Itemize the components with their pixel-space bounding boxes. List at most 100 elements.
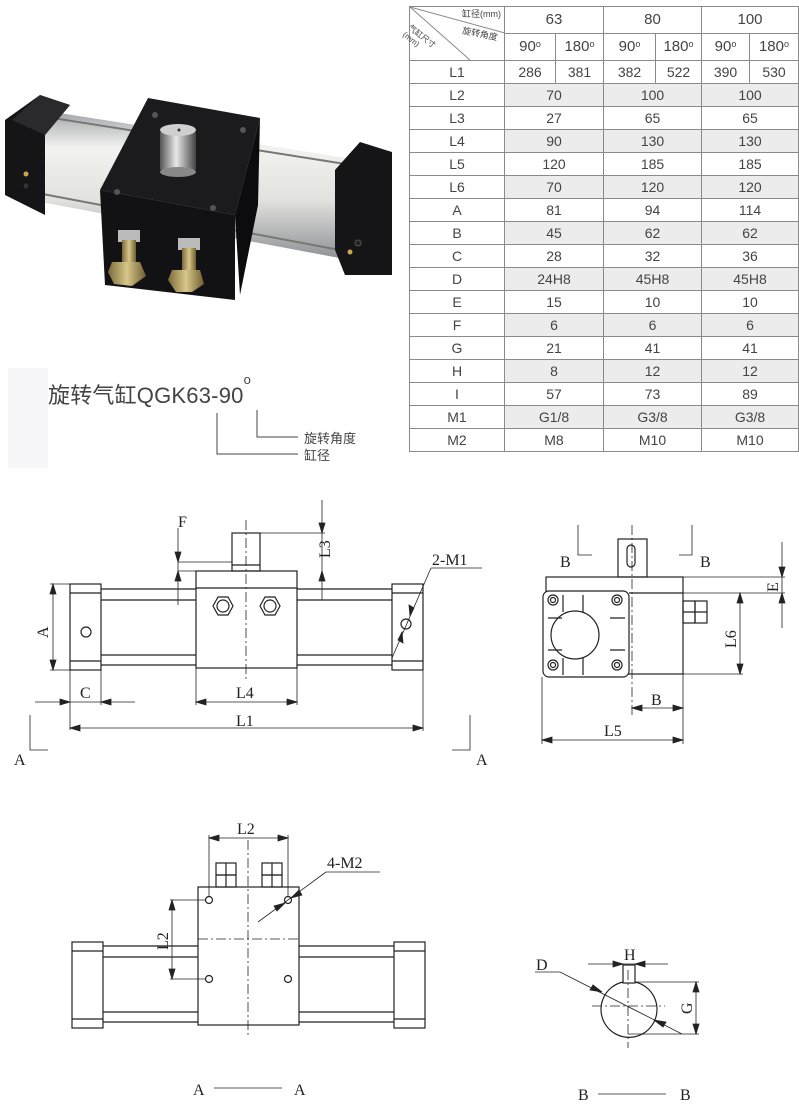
table-cell: 62 <box>701 221 799 245</box>
angle-value: 90 <box>618 38 636 55</box>
table-cell: M10 <box>701 428 799 452</box>
model-label-background <box>8 368 48 468</box>
angle-header: 180o <box>749 33 799 61</box>
label-G: G <box>679 1002 696 1014</box>
table-cell: 8 <box>504 359 604 383</box>
model-code-leader-lines <box>216 410 298 455</box>
product-photo <box>0 80 400 300</box>
angle-value: 180 <box>564 38 590 55</box>
table-cell: 94 <box>603 198 702 222</box>
angle-value: 90 <box>519 38 536 55</box>
section-aa-labels: L2 L2 4-M2 A A <box>155 821 363 1099</box>
corner-bore-label: 缸径(mm) <box>462 9 501 19</box>
angle-header: 180o <box>655 33 702 61</box>
row-label: F <box>409 313 505 337</box>
table-cell: 10 <box>603 290 702 314</box>
rotary-cylinder-illustration <box>5 95 392 300</box>
row-label: G <box>409 336 505 360</box>
row-label: L2 <box>409 83 505 107</box>
degree-sup: o <box>731 39 737 49</box>
angle-value: 180 <box>663 38 689 55</box>
table-cell: 81 <box>504 198 604 222</box>
table-row-L1: L1 286 381 382 522 390 530 <box>409 60 799 84</box>
table-cell: 114 <box>701 198 799 222</box>
row-label: L5 <box>409 152 505 176</box>
table-cell: 100 <box>603 83 702 107</box>
spec-table: 缸径(mm) 旋转角度 气缸尺寸(mm) 63 80 100 90o 180o … <box>401 6 799 452</box>
table-cell: 12 <box>603 359 702 383</box>
table-cell: 45 <box>504 221 604 245</box>
spec-corner-cell: 缸径(mm) 旋转角度 气缸尺寸(mm) <box>401 6 505 61</box>
table-cell: 32 <box>603 244 702 268</box>
table-cell: 120 <box>701 175 799 199</box>
table-cell: 6 <box>504 313 604 337</box>
table-cell: 130 <box>701 129 799 153</box>
row-label: M1 <box>409 405 505 429</box>
table-cell: 73 <box>603 382 702 406</box>
row-label: L6 <box>409 175 505 199</box>
degree-sup: o <box>243 372 252 387</box>
row-label: B <box>409 221 505 245</box>
degree-sup: o <box>589 39 595 49</box>
angle-header: 90o <box>603 33 656 61</box>
table-cell: 15 <box>504 290 604 314</box>
label-A: A <box>35 626 52 638</box>
label-B: B <box>651 692 662 709</box>
table-cell: 185 <box>603 152 702 176</box>
row-label: L4 <box>409 129 505 153</box>
row-label: L1 <box>409 60 505 84</box>
section-title-B-left: B <box>578 1087 589 1104</box>
angle-header: 90o <box>504 33 556 61</box>
label-L6: L6 <box>723 630 740 648</box>
section-bb-drawing: D H G B B <box>535 947 700 1104</box>
label-2-M1: 2-M1 <box>432 552 468 569</box>
label-L5: L5 <box>604 723 622 740</box>
label-L3: L3 <box>317 540 334 558</box>
side-view-labels: B B E L6 B L5 <box>560 554 782 740</box>
angle-value: 180 <box>758 38 784 55</box>
table-cell: 286 <box>504 60 556 84</box>
section-title-A-right: A <box>294 1082 306 1099</box>
table-cell: 130 <box>603 129 702 153</box>
table-cell: 6 <box>603 313 702 337</box>
row-label: L3 <box>409 106 505 130</box>
table-cell: 62 <box>603 221 702 245</box>
row-label: H <box>409 359 505 383</box>
table-cell: 100 <box>701 83 799 107</box>
section-marker-B-left: B <box>560 554 571 571</box>
label-L2-side: L2 <box>155 932 172 950</box>
row-label: A <box>409 198 505 222</box>
angle-header: 90o <box>701 33 750 61</box>
table-cell: 65 <box>701 106 799 130</box>
table-cell: 21 <box>504 336 604 360</box>
bore-header-100: 100 <box>701 6 799 34</box>
table-cell: 530 <box>749 60 799 84</box>
table-cell: 24H8 <box>504 267 604 291</box>
table-cell: 90 <box>504 129 604 153</box>
section-marker-A-left: A <box>14 752 26 769</box>
model-code-text: 旋转气缸QGK63-90 <box>48 383 244 408</box>
row-label: M2 <box>409 428 505 452</box>
degree-sup: o <box>635 39 641 49</box>
table-cell: 70 <box>504 175 604 199</box>
section-marker-B-right: B <box>700 554 711 571</box>
label-H: H <box>624 947 636 964</box>
row-label: I <box>409 382 505 406</box>
table-cell: 36 <box>701 244 799 268</box>
degree-sup: o <box>784 39 790 49</box>
table-cell: 185 <box>701 152 799 176</box>
table-cell: 70 <box>504 83 604 107</box>
label-L4: L4 <box>236 685 254 702</box>
table-cell: 57 <box>504 382 604 406</box>
table-cell: 10 <box>701 290 799 314</box>
